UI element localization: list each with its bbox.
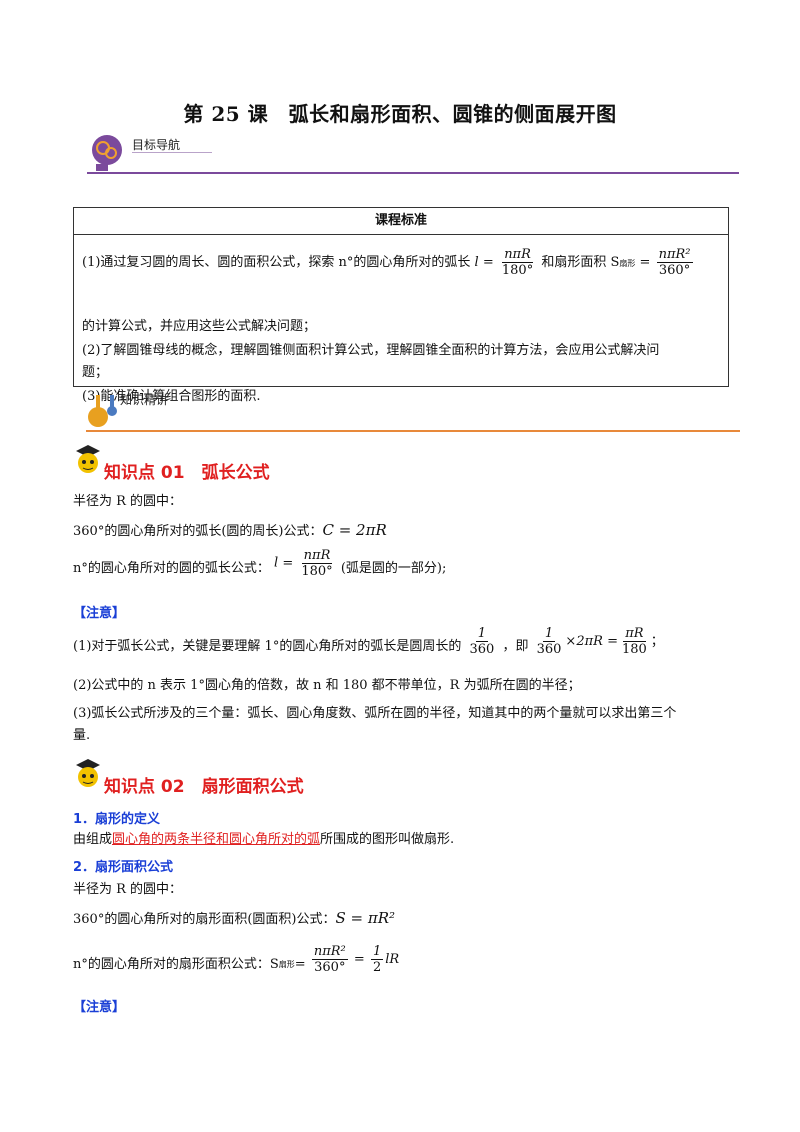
nav-label: 目标导航 [132,138,181,152]
orange-divider [86,430,740,432]
standard-line-1: (1)通过复习圆的周长、圆的面积公式，探索 n°的圆心角所对的弧长 l = nπ… [82,247,693,278]
standard-line-1b: 的计算公式，并应用这些公式解决问题； [82,319,317,334]
kp2-subhead-2: 2．扇形面积公式 [73,860,174,875]
purple-divider [87,172,739,174]
kp2-title: 知识点 02 扇形面积公式 [104,777,304,797]
standard-line-2b: 题； [82,365,109,380]
kp1-point-3: (3)弧长公式所涉及的三个量：弧长、圆心角度数、弧所在圆的半径，知道其中的两个量… [73,706,677,721]
kp1-point-3b: 量. [73,728,91,743]
course-standard-header: 课程标准 [74,208,728,235]
graduate-mascot-icon [73,443,103,477]
kp1-point-2: (2)公式中的 n 表示 1°圆心角的倍数，故 n 和 180 都不带单位，R … [73,678,581,693]
kp2-area-line: 360°的圆心角所对的扇形面积(圆面积)公式：S = πR² [73,909,396,927]
kp2-radius-line: 半径为 R 的圆中： [73,882,183,897]
kp1-circumference-line: 360°的圆心角所对的弧长(圆的周长)公式：C = 2πR [73,521,387,539]
kp2-note: 【注意】 [73,1000,126,1015]
kp1-title: 知识点 01 弧长公式 [104,463,270,483]
kp1-note: 【注意】 [73,606,126,621]
brain-gear-icon [87,133,127,173]
kp1-radius-line: 半径为 R 的圆中： [73,494,183,509]
knowledge-label: 知识精讲 [120,393,169,407]
lesson-title: 第 25 课 弧长和扇形面积、圆锥的侧面展开图 [183,102,617,126]
standard-line-3: (3)能准确计算组合图形的面积. [82,389,261,404]
graduate-mascot-icon [73,757,103,791]
kp2-definition: 由组成圆心角的两条半径和圆心角所对的弧所围成的图形叫做扇形. [73,832,455,847]
course-standard-box: 课程标准 (1)通过复习圆的周长、圆的面积公式，探索 n°的圆心角所对的弧长 l… [73,207,729,404]
nav-label-underline [132,152,212,153]
kp2-subhead-1: 1．扇形的定义 [73,812,161,827]
standard-line-2: (2)了解圆锥母线的概念，理解圆锥侧面积计算公式，理解圆锥全面积的计算方法，会应… [82,343,660,358]
flask-icon [86,389,120,429]
